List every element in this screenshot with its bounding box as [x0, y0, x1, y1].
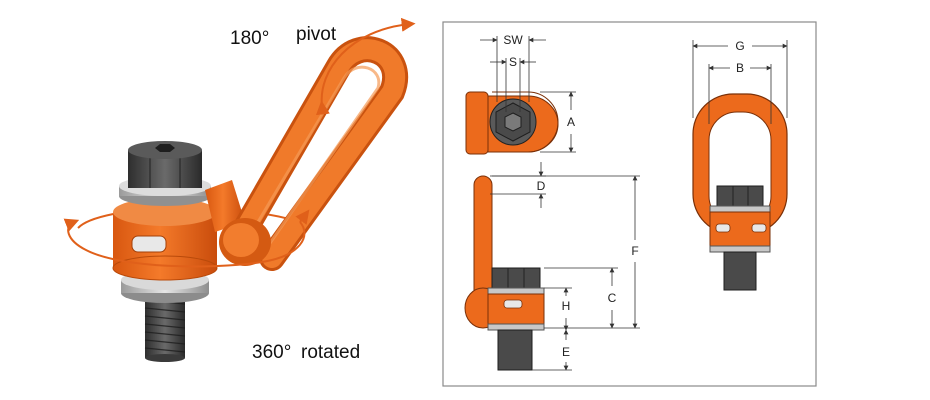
dim-label-sw: SW — [503, 33, 523, 47]
side-view — [464, 175, 545, 371]
dim-label-d: D — [537, 179, 546, 193]
pivot-bracket — [205, 180, 245, 232]
pivot-label: pivot — [296, 24, 337, 45]
dim-label-b: B — [736, 61, 744, 75]
dimension-lines — [480, 36, 788, 371]
front-view — [692, 93, 788, 291]
rotation-arrow-tail — [295, 209, 310, 225]
pivot-angle-label: 180° — [230, 28, 269, 49]
hex-socket-head — [128, 141, 202, 188]
rotation-arrow-360 — [63, 218, 306, 268]
dim-label-c: C — [608, 291, 617, 305]
top-view — [465, 91, 559, 155]
pivot-arrow-180 — [315, 17, 416, 116]
pivot-knuckle — [219, 218, 271, 266]
dim-label-h: H — [562, 299, 571, 313]
rotate-label: rotated — [301, 342, 360, 363]
dim-label-g: G — [735, 39, 744, 53]
dim-label-s: S — [509, 55, 517, 69]
dimension-labels: SW S A D F C H E G B — [503, 33, 744, 359]
dim-label-f: F — [631, 244, 638, 258]
swivel-body — [112, 198, 218, 281]
dim-label-a: A — [567, 115, 575, 129]
rotate-angle-label: 360° — [252, 342, 291, 363]
dim-label-e: E — [562, 345, 570, 359]
product-photo: 180° pivot 360° rotated — [63, 17, 416, 363]
